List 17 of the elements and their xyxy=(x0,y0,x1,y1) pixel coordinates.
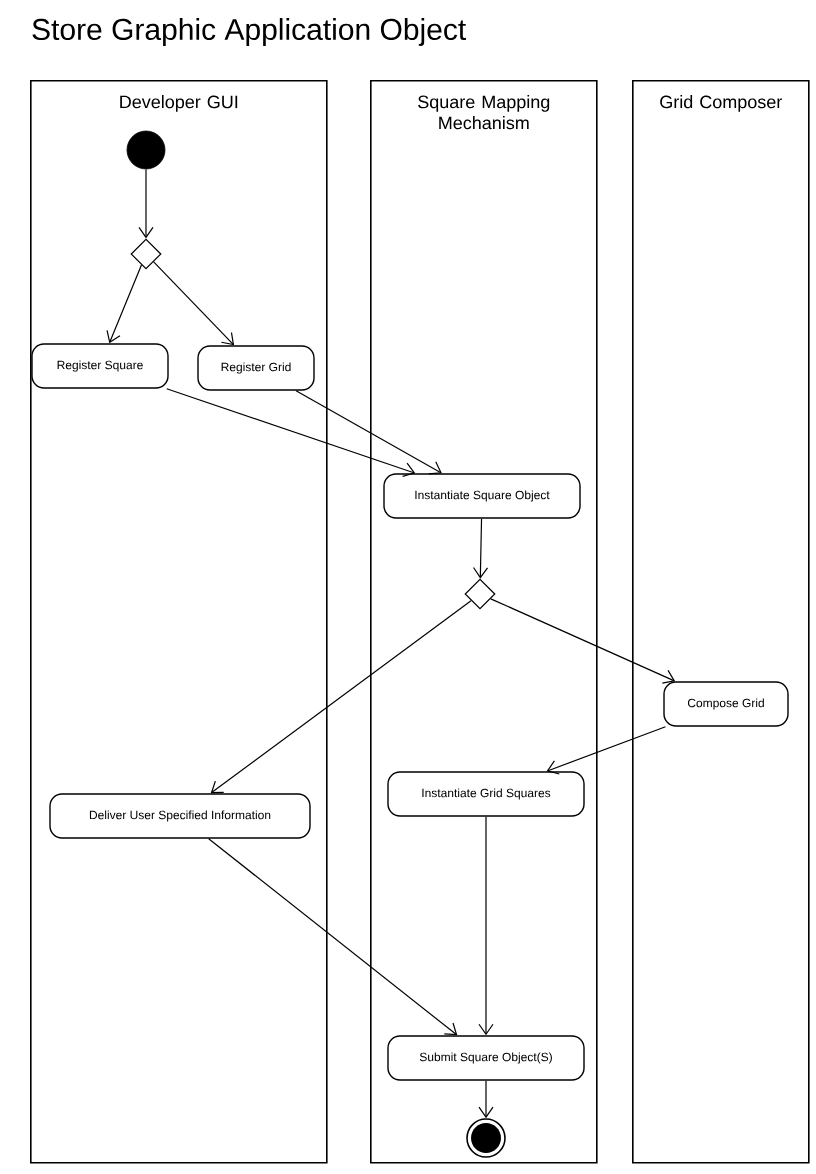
decision-diamond xyxy=(130,238,162,270)
title: Store Graphic Application Object xyxy=(32,18,466,46)
arrow xyxy=(138,168,154,239)
arrow xyxy=(208,838,458,1036)
arrow xyxy=(210,600,472,794)
arrow xyxy=(106,264,143,344)
arrow xyxy=(478,816,494,1036)
arrow xyxy=(546,726,667,775)
arrow xyxy=(478,1080,494,1119)
arrow xyxy=(166,388,416,477)
start-node xyxy=(126,130,166,170)
decision-diamond xyxy=(464,578,496,610)
arrow xyxy=(472,518,489,579)
end-node xyxy=(466,1118,506,1158)
arrow xyxy=(295,390,442,475)
arrow xyxy=(153,261,235,346)
arrow xyxy=(490,598,676,684)
